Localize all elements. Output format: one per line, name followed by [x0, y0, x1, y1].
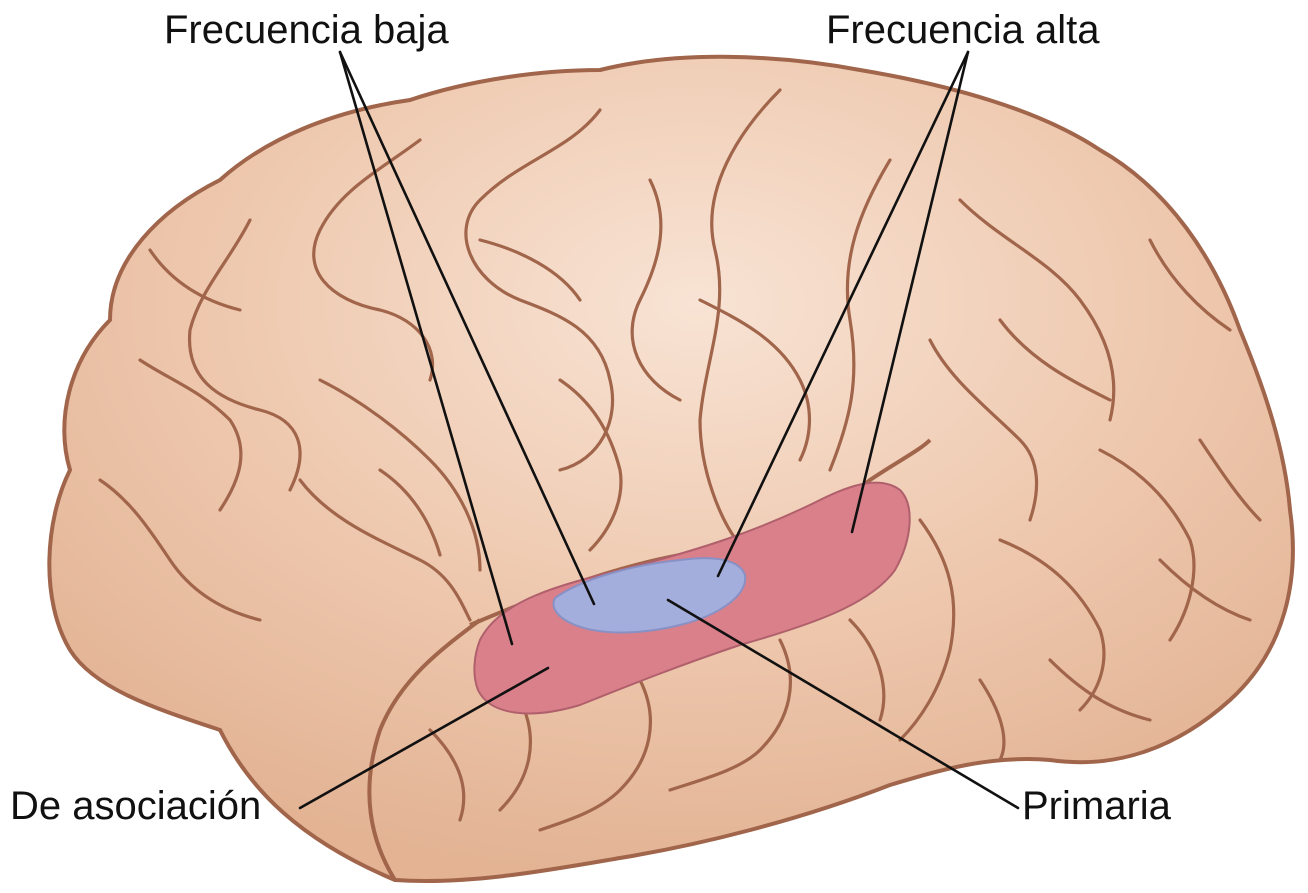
- brain-outline: [49, 57, 1293, 881]
- low-frequency-label: Frecuencia baja: [164, 10, 449, 50]
- primary-area-label: Primaria: [1022, 786, 1171, 826]
- association-area-label: De asociación: [10, 786, 261, 826]
- high-frequency-label: Frecuencia alta: [826, 10, 1099, 50]
